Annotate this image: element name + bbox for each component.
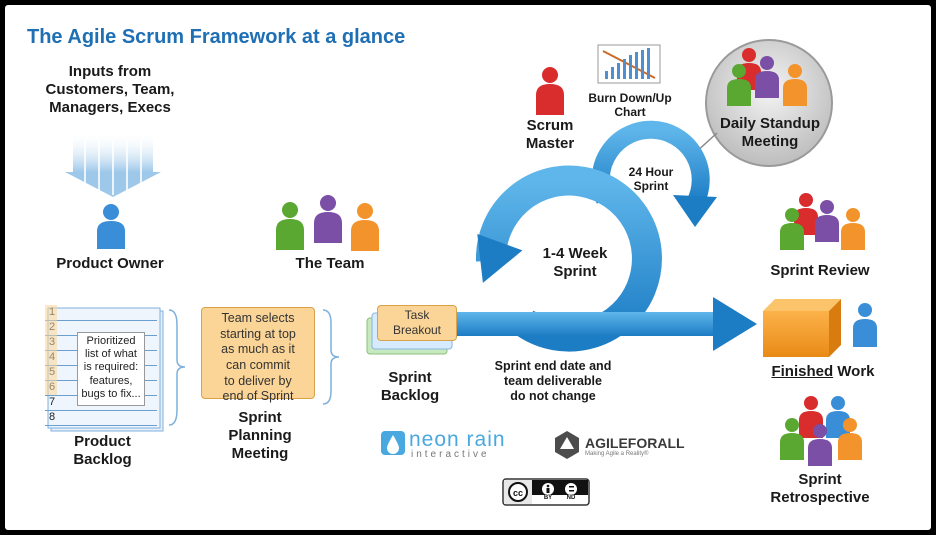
diagram-graphics: cc — [47, 39, 877, 506]
agile-for-all-tagline: Making Agile a Reality® — [585, 451, 649, 457]
neon-rain-logo-icon — [381, 431, 405, 455]
scrum-master-icon — [536, 67, 564, 115]
finished-work-label: Finished Work — [753, 363, 893, 381]
product-owner-label: Product Owner — [56, 255, 164, 272]
agile-for-all-wordmark: AGILEFORALL — [585, 435, 685, 451]
task-breakout-note: Task Breakout — [377, 305, 457, 341]
agile-for-all-logo-icon — [555, 431, 579, 459]
sprint-review-label: Sprint Review — [770, 262, 870, 279]
week-sprint-label: 1-4 Week Sprint — [542, 245, 608, 280]
burn-chart-icon — [597, 44, 661, 84]
sprint-planning-label: Sprint Planning Meeting — [228, 409, 292, 462]
the-team-label: The Team — [295, 255, 365, 272]
product-backlog-label: Product Backlog — [73, 433, 132, 468]
prioritized-list-note: Prioritized list of what is required: fe… — [77, 332, 145, 406]
cc-nd-label: ND — [566, 495, 576, 501]
daily-standup-circle — [705, 39, 833, 167]
hour-sprint-label: 24 Hour Sprint — [628, 165, 674, 194]
scrum-master-label: Scrum Master — [525, 117, 575, 152]
diagram-canvas: cc The Agile Scrum Framework at a glance… — [5, 5, 931, 530]
team-selects-note: Team selects starting at top as much as … — [201, 307, 315, 403]
inputs-label: Inputs from Customers, Team, Managers, E… — [45, 63, 175, 116]
hour-sprint-loop — [591, 120, 717, 227]
svg-text:cc: cc — [513, 488, 523, 498]
cc-by-label: BY — [543, 495, 553, 501]
backlog-row: 7 — [45, 395, 157, 411]
planning-brace — [322, 309, 340, 405]
product-owner-icon — [97, 204, 125, 249]
sprint-retrospective-label: Sprint Retrospective — [770, 471, 870, 506]
cc-license-badge: cc — [502, 478, 590, 506]
input-arrows — [65, 132, 161, 197]
neon-rain-subtitle: interactive — [411, 449, 490, 460]
sprint-retrospective-team-icon — [780, 396, 862, 466]
backlog-row: 8 — [45, 410, 157, 426]
backlog-highlight — [45, 305, 57, 395]
delivery-arrow — [445, 297, 757, 351]
work-word: Work — [833, 363, 875, 380]
finished-word: Finished — [771, 363, 834, 380]
finished-work-box-icon — [763, 299, 877, 357]
sprint-review-team-icon — [780, 193, 865, 250]
backlog-row: 1 — [45, 305, 157, 321]
sprint-end-note: Sprint end date and team deliverable do … — [494, 359, 612, 403]
daily-standup-label: Daily Standup Meeting — [719, 115, 820, 150]
team-icon — [276, 195, 379, 251]
sprint-backlog-label: Sprint Backlog — [380, 369, 440, 404]
neon-rain-wordmark: neon rain — [409, 428, 506, 451]
burn-chart-label: Burn Down/Up Chart — [588, 91, 672, 120]
page-title: The Agile Scrum Framework at a glance — [27, 26, 406, 48]
